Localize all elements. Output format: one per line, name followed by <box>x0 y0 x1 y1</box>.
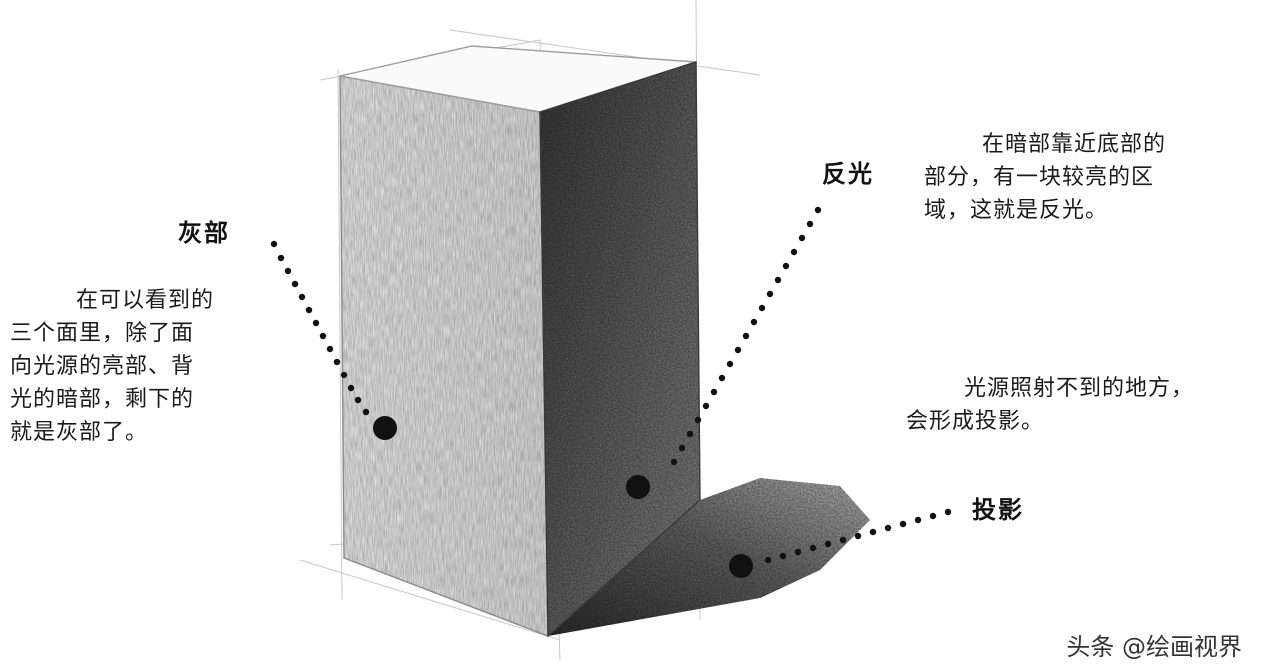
label-reflected: 反光 <box>822 159 874 188</box>
desc-gray-line: 就是灰部了。 <box>10 420 149 445</box>
label-shadow: 投影 <box>972 495 1024 524</box>
marker-gray <box>373 416 397 440</box>
desc-gray-line: 向光源的亮部、背 <box>10 354 195 379</box>
desc-gray-line: 三个面里，除了面 <box>10 321 195 346</box>
marker-shadow <box>729 554 753 578</box>
desc-reflected-line: 部分，有一块较亮的区 <box>924 165 1155 190</box>
side-face <box>539 61 701 638</box>
desc-gray-line: 光的暗部，剩下的 <box>10 387 195 412</box>
watermark: 头条 @绘画视界 <box>1066 633 1242 661</box>
desc-gray-line: 在可以看到的 <box>76 288 215 313</box>
desc-reflected-line: 域，这就是反光。 <box>924 198 1109 223</box>
desc-gray: 在可以看到的 三个面里，除了面 向光源的亮部、背 光的暗部，剩下的 就是灰部了。 <box>10 284 214 449</box>
cast-shadow <box>548 478 870 636</box>
desc-shadow: 光源照射不到的地方， 会形成投影。 <box>906 372 1194 438</box>
desc-shadow-line: 会形成投影。 <box>906 409 1045 434</box>
front-face <box>339 75 549 638</box>
leader-reflected <box>626 206 822 499</box>
leader-gray <box>270 240 397 440</box>
label-gray: 灰部 <box>178 218 230 247</box>
marker-reflected <box>626 475 650 499</box>
desc-reflected: 在暗部靠近底部的 部分，有一块较亮的区 域，这就是反光。 <box>924 128 1166 227</box>
leader-shadow <box>729 508 952 578</box>
desc-shadow-line: 光源照射不到的地方， <box>964 376 1195 401</box>
desc-reflected-line: 在暗部靠近底部的 <box>982 132 1167 157</box>
